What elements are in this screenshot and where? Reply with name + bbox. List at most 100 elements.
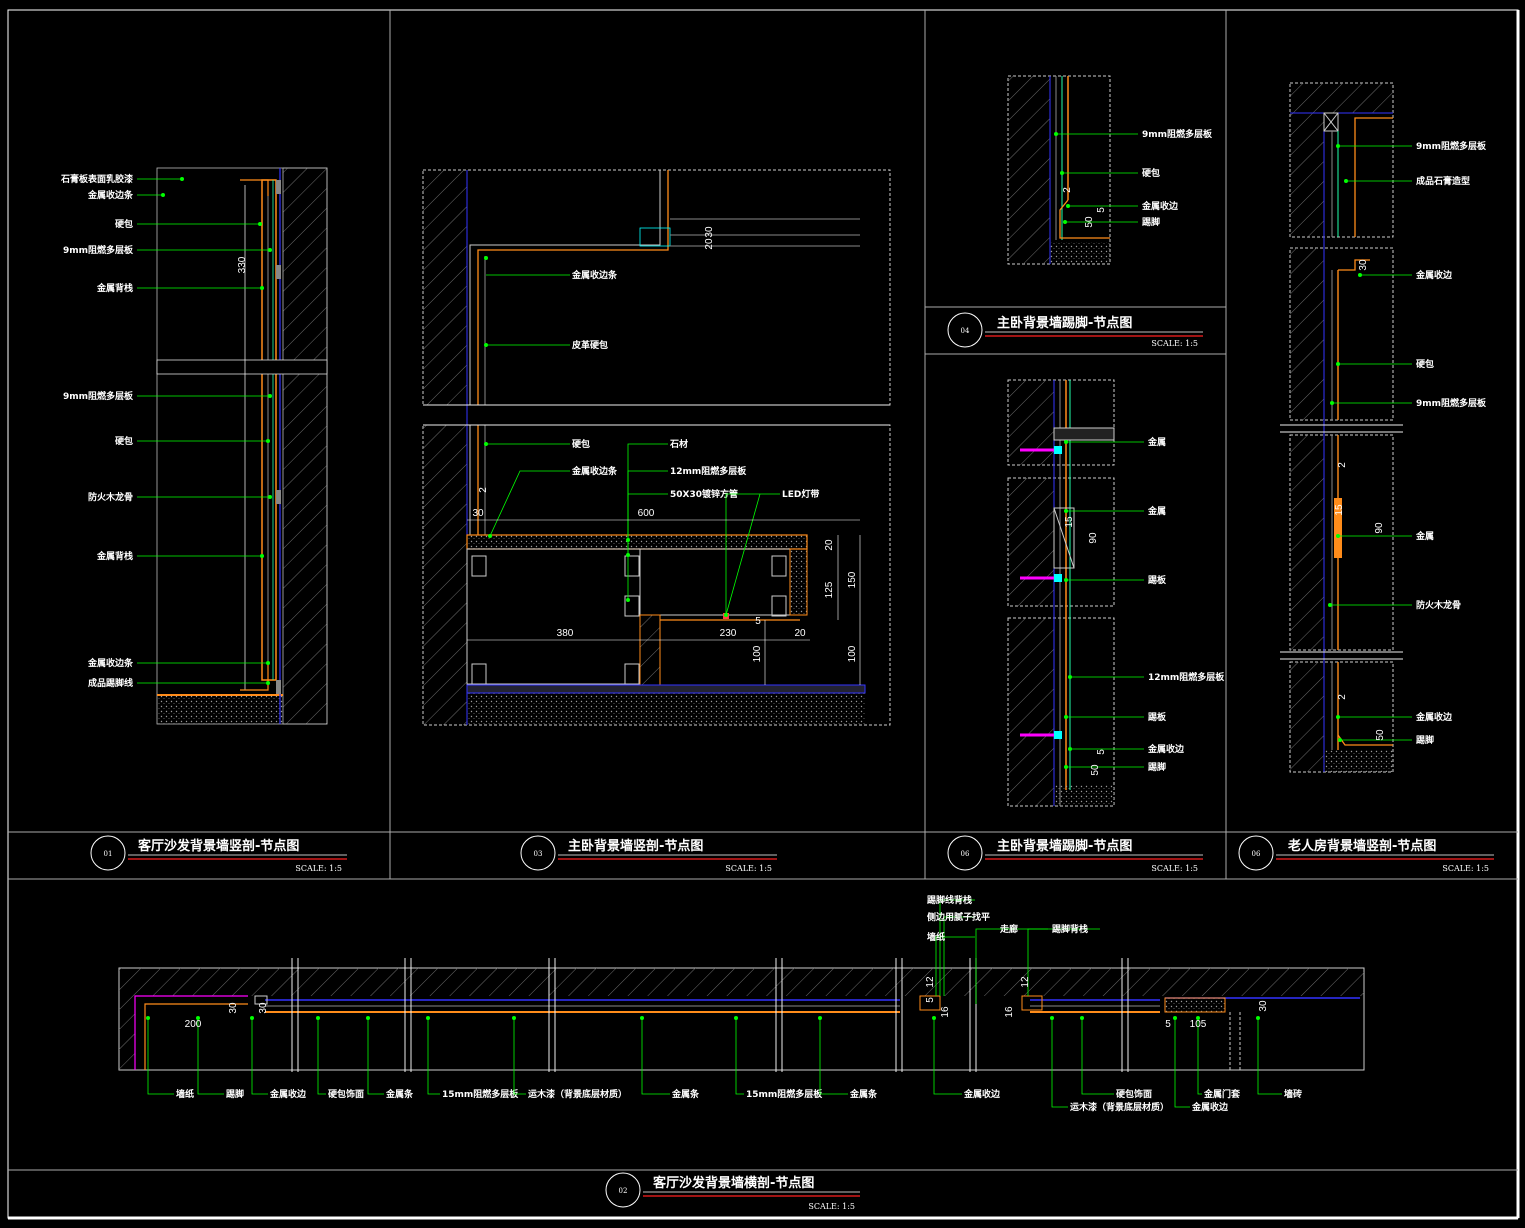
view-number: 04 (961, 327, 970, 335)
v06b-dim: 2 (1337, 694, 1348, 700)
v01-label: 9mm阻燃多层板 (63, 244, 134, 256)
v02-bottom-label: 踢脚 (226, 1088, 244, 1100)
v02-bottom-label: 硬包饰面 (328, 1088, 364, 1100)
v06b-label: 防火木龙骨 (1416, 599, 1461, 611)
v03-label: 硬包 (572, 438, 590, 450)
v03-dim: 30 (704, 226, 715, 238)
v03-dim: 380 (557, 628, 574, 639)
v01-label: 硬包 (115, 218, 133, 230)
v02-bottom-label: 金属条 (385, 1088, 414, 1100)
v02-top-label: 走廊 (999, 923, 1018, 935)
v03-label: 50X30镀锌方管 (670, 488, 738, 500)
v04-label: 金属收边 (1141, 200, 1179, 212)
view-title: 主卧背景墙踢脚-节点图 (997, 315, 1132, 331)
v04-label: 踢脚 (1142, 216, 1160, 228)
v02-bottom-label: 墙纸 (176, 1088, 194, 1100)
v03-dim: 230 (720, 628, 737, 639)
v06-dim: 90 (1088, 532, 1099, 544)
detail-06 (1007, 379, 1115, 807)
v02-dim: 16 (1004, 1006, 1015, 1018)
v02-bottom-label: 15mm阻燃多层板 (442, 1088, 519, 1100)
v03-dim: 20 (704, 238, 715, 250)
v06b-dim: 50 (1375, 729, 1386, 741)
v03-label: 12mm阻燃多层板 (670, 465, 747, 477)
v03-dim: 100 (847, 645, 858, 662)
detail-04 (1007, 75, 1111, 265)
v02-top-label: 踢脚背栈 (1052, 923, 1088, 935)
view-title: 客厅沙发背景墙竖剖-节点图 (138, 838, 299, 854)
v02-dim: 5 (1165, 1019, 1171, 1030)
v01-dim-330: 330 (237, 256, 248, 273)
v01-label: 金属收边条 (87, 189, 134, 201)
v06-dim: 15 (1064, 516, 1075, 528)
view-title: 主卧背景墙竖剖-节点图 (568, 838, 703, 854)
v04-dim: 5 (1096, 207, 1107, 213)
view-title: 主卧背景墙踢脚-节点图 (997, 838, 1132, 854)
v01-label: 硬包 (115, 435, 133, 447)
v02-dim: 30 (258, 1002, 269, 1014)
v06b-label: 金属 (1415, 530, 1434, 542)
v02-dim: 30 (228, 1002, 239, 1014)
v03-label: 金属收边条 (571, 465, 618, 477)
v02-dim: 30 (1258, 1000, 1269, 1012)
v02-dim: 105 (1190, 1019, 1207, 1030)
v02-dim: 200 (185, 1019, 202, 1030)
v02-top-label: 踢脚线背栈 (927, 894, 972, 906)
v06b-label: 成品石膏造型 (1416, 175, 1470, 187)
view-scale: SCALE: 1:5 (808, 1202, 855, 1211)
sheet-frame (7, 9, 1520, 1220)
v01-label: 防火木龙骨 (88, 491, 133, 503)
v06-dim: 5 (1096, 749, 1107, 755)
view-scale: SCALE: 1:5 (1151, 339, 1198, 348)
v01-label: 9mm阻燃多层板 (63, 390, 134, 402)
v06b-dim: 15 (1334, 504, 1345, 516)
v02-bottom-label: 金属门套 (1203, 1088, 1241, 1100)
v02-bottom-label: 金属收边 (1191, 1101, 1229, 1113)
v03-label: 石材 (669, 438, 688, 450)
v06b-dim: 2 (1337, 462, 1348, 468)
v03-label: 金属收边条 (571, 269, 618, 281)
view-number: 03 (534, 850, 543, 858)
v06b-dim: 90 (1374, 522, 1385, 534)
v04-dim: 2 (1062, 187, 1073, 193)
v06b-label: 踢脚 (1416, 734, 1434, 746)
v02-dim: 12 (1020, 976, 1031, 988)
view-title: 老人房背景墙竖剖-节点图 (1287, 838, 1436, 854)
view-scale: SCALE: 1:5 (1151, 864, 1198, 873)
view-title: 客厅沙发背景墙横剖-节点图 (653, 1175, 814, 1191)
v01-label: 金属背栈 (96, 282, 133, 294)
v06b-label: 9mm阻燃多层板 (1416, 397, 1487, 409)
v03-dim: 5 (755, 616, 761, 627)
view-scale: SCALE: 1:5 (1442, 864, 1489, 873)
v02-dim: 16 (940, 1006, 951, 1018)
view-number: 06 (1252, 850, 1261, 858)
v02-bottom-label: 金属收边 (963, 1088, 1001, 1100)
v06b-label: 金属收边 (1415, 711, 1453, 723)
v03-dim: 600 (638, 508, 655, 519)
v02-top-label: 墙纸 (927, 931, 945, 943)
v02-bottom-label: 金属收边 (269, 1088, 307, 1100)
v06b-leaders: 9mm阻燃多层板成品石膏造型金属收边硬包9mm阻燃多层板金属防火木龙骨金属收边踢… (1328, 140, 1487, 746)
v03-dim: 30 (472, 508, 484, 519)
v06-label: 金属收边 (1147, 743, 1185, 755)
v02-bottom-label: 硬包饰面 (1116, 1088, 1152, 1100)
v03-dim: 20 (794, 628, 806, 639)
v02-dim: 5 (925, 997, 936, 1003)
v02-bottom-label: 15mm阻燃多层板 (746, 1088, 823, 1100)
v01-label: 金属收边条 (87, 657, 134, 669)
v03-dim: 2 (478, 487, 489, 493)
v06b-label: 硬包 (1416, 358, 1434, 370)
v03-label: 皮革硬包 (571, 339, 608, 351)
v02-bottom-label: 金属条 (849, 1088, 878, 1100)
detail-06b (1280, 82, 1403, 773)
v06b-label: 金属收边 (1415, 269, 1453, 281)
detail-02 (118, 958, 1365, 1072)
view-number: 02 (619, 1187, 628, 1195)
v04-label: 硬包 (1142, 167, 1160, 179)
